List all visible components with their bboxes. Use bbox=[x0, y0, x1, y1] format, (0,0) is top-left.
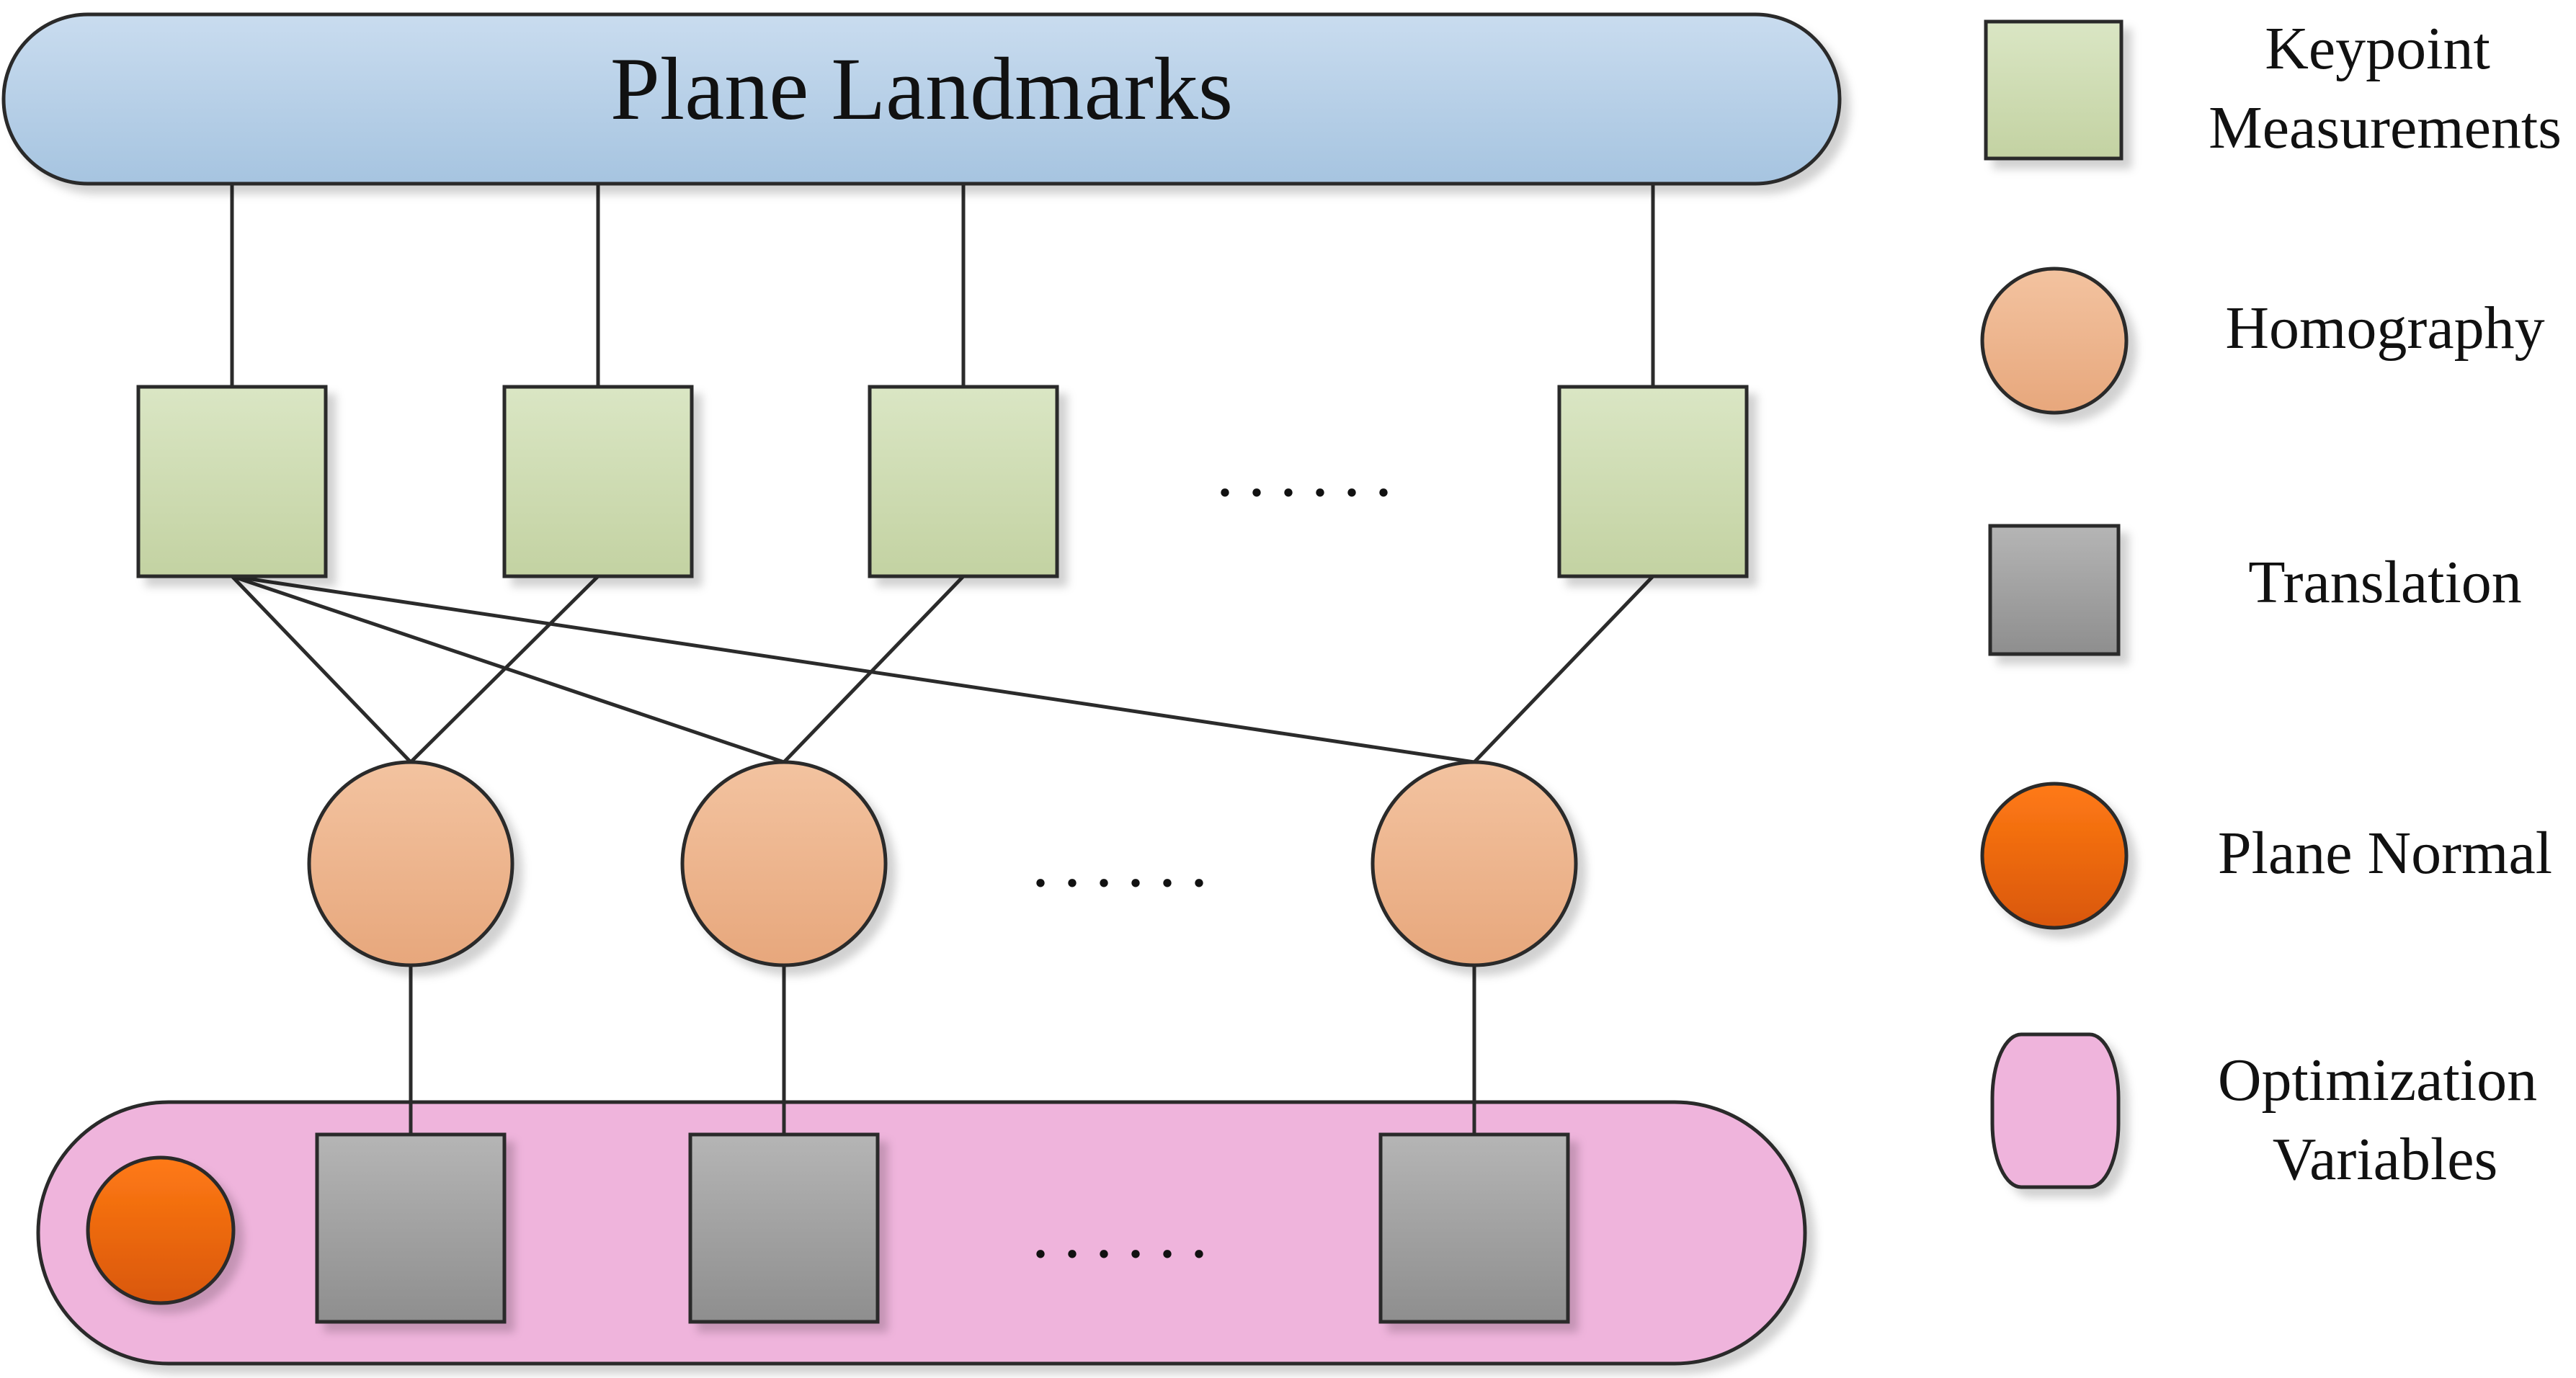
homography-nodes bbox=[307, 760, 1578, 967]
legend-translation-label: Translation bbox=[2248, 549, 2522, 616]
edge-keypoint1-homography1 bbox=[231, 575, 412, 764]
edge-keypoint2-homography1 bbox=[409, 575, 600, 764]
edge-keypoint4-homography3 bbox=[1473, 575, 1654, 764]
legend-keypoint-line2: Measurements bbox=[2209, 94, 2562, 161]
keypoint-ellipsis: ...... bbox=[1216, 434, 1407, 511]
legend-keypoint-label: Keypoint Measurements bbox=[2209, 15, 2562, 161]
legend-translation-swatch bbox=[1988, 524, 2121, 656]
keypoint-measurement-node bbox=[502, 385, 694, 578]
edge-keypoint1-homography2 bbox=[231, 574, 785, 764]
legend: Keypoint Measurements Homography Transla… bbox=[1980, 15, 2562, 1193]
translation-ellipsis: ...... bbox=[1032, 1195, 1222, 1272]
edge-keypoint1-homography3 bbox=[231, 574, 1475, 764]
legend-optimization-label: Optimization Variables bbox=[2218, 1047, 2552, 1193]
legend-item-keypoint: Keypoint Measurements bbox=[1984, 15, 2562, 161]
plane-landmarks-node: Plane Landmarks bbox=[1, 12, 1842, 186]
legend-item-optimization: Optimization Variables bbox=[1990, 1032, 2552, 1193]
legend-homography-label: Homography bbox=[2225, 295, 2544, 362]
plane-landmarks-title: Plane Landmarks bbox=[610, 40, 1233, 138]
legend-optimization-swatch bbox=[1990, 1032, 2121, 1189]
translation-node bbox=[688, 1132, 880, 1324]
keypoint-measurement-node bbox=[136, 385, 328, 578]
legend-homography-swatch bbox=[1980, 267, 2129, 415]
homography-node bbox=[1371, 760, 1578, 967]
optimization-variables-node: ...... bbox=[36, 1100, 1807, 1366]
legend-item-translation: Translation bbox=[1988, 524, 2522, 656]
legend-keypoint-line1: Keypoint bbox=[2265, 15, 2490, 82]
edge-keypoint3-homography2 bbox=[783, 575, 965, 764]
homography-node bbox=[680, 760, 888, 967]
legend-keypoint-swatch bbox=[1984, 19, 2123, 161]
edges bbox=[230, 184, 1655, 1135]
keypoint-measurement-node bbox=[868, 385, 1059, 578]
legend-plane-normal-swatch bbox=[1980, 782, 2129, 930]
legend-optimization-line2: Variables bbox=[2273, 1126, 2498, 1193]
keypoint-measurement-node bbox=[1557, 385, 1749, 578]
homography-ellipsis: ...... bbox=[1032, 824, 1222, 901]
legend-item-plane-normal: Plane Normal bbox=[1980, 782, 2552, 930]
plane-normal-node bbox=[86, 1155, 236, 1305]
homography-node bbox=[307, 760, 514, 967]
legend-plane-normal-label: Plane Normal bbox=[2218, 820, 2552, 887]
translation-node bbox=[1378, 1132, 1570, 1324]
legend-item-homography: Homography bbox=[1980, 267, 2545, 415]
keypoint-measurement-nodes bbox=[136, 385, 1749, 578]
legend-optimization-line1: Optimization bbox=[2218, 1047, 2537, 1114]
translation-node bbox=[315, 1132, 507, 1324]
